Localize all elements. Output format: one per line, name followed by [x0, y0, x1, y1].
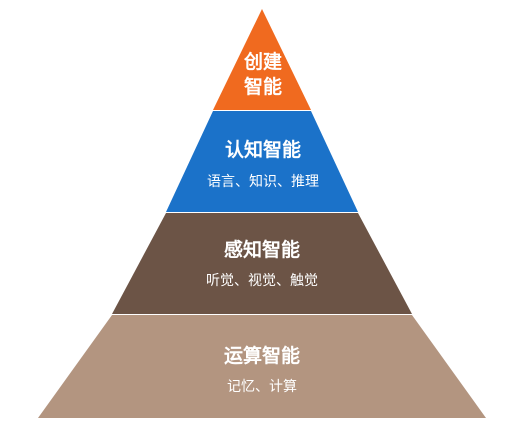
tier-perceptual-shape: [112, 213, 412, 314]
tier-computational-intelligence: 运算智能 记忆、计算: [38, 315, 486, 418]
tier-cognitive-title: 认知智能: [225, 138, 301, 161]
tier-cognitive-subtitle: 语言、知识、推理: [207, 173, 319, 190]
tier-computational-subtitle: 记忆、计算: [227, 379, 297, 395]
tier-perceptual-subtitle: 听觉、视觉、触觉: [206, 273, 318, 289]
tier-create-shape: [213, 9, 311, 110]
tier-computational-shape: [38, 315, 486, 418]
tier-computational-title: 运算智能: [224, 344, 300, 367]
tier-perceptual-intelligence: 感知智能 听觉、视觉、触觉: [112, 213, 412, 314]
tier-perceptual-title: 感知智能: [224, 238, 300, 261]
tier-create-title-line1: 创建: [243, 50, 282, 73]
tier-create-title-line2: 智能: [244, 75, 282, 98]
tier-cognitive-shape: [166, 111, 358, 212]
tier-cognitive-intelligence: 认知智能 语言、知识、推理: [166, 111, 358, 212]
tier-create-intelligence: 创建 智能: [213, 9, 311, 110]
